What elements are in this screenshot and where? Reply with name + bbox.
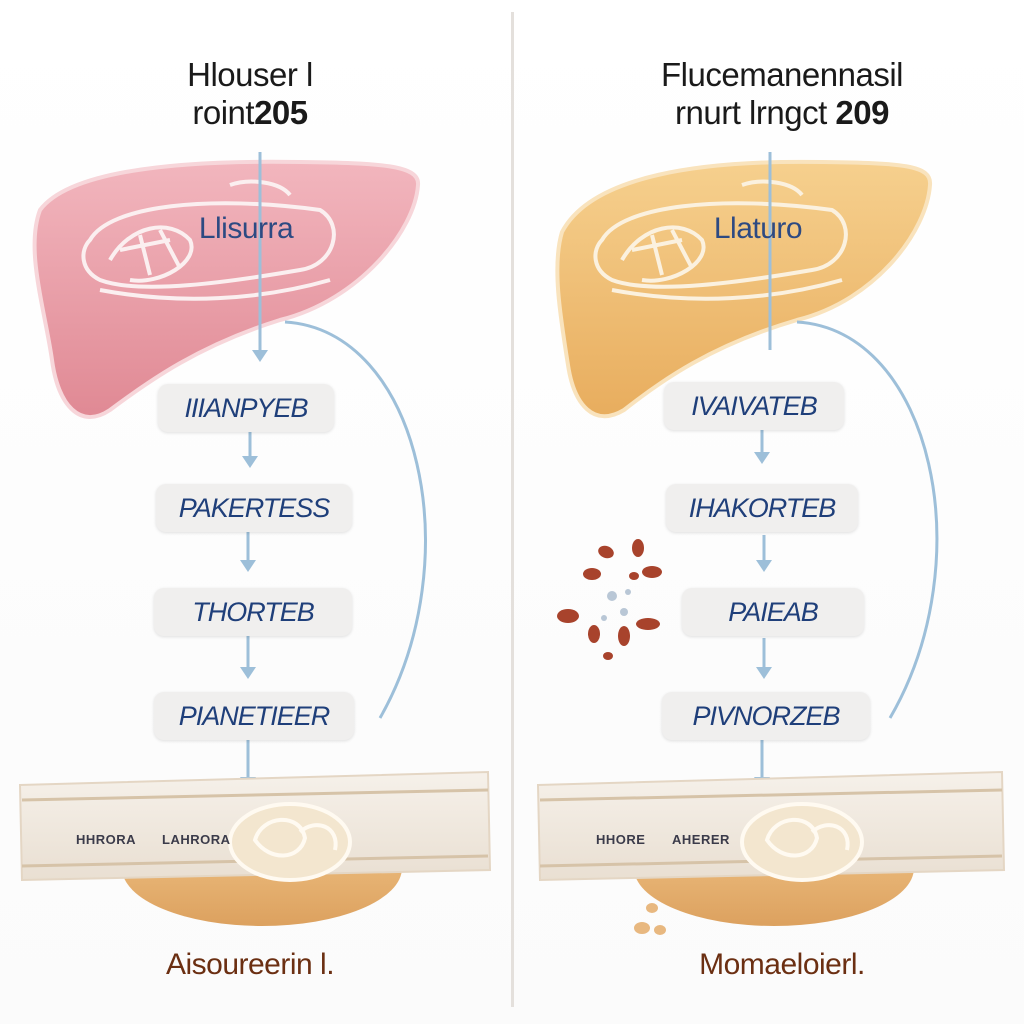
- right-title-line1: Flucemanennasil: [661, 56, 903, 93]
- flow-arrows-left: [240, 152, 427, 789]
- left-step-1: IIIANPYEB: [158, 384, 334, 432]
- left-step-2: PAKERTESS: [156, 484, 352, 532]
- cell-cluster-left: [228, 802, 352, 882]
- cell-cluster-right: [740, 802, 864, 882]
- left-bottom-label: Aisoureerin l.: [165, 948, 335, 981]
- left-title: Hlouser l roint205: [150, 56, 350, 132]
- right-artwork: [536, 152, 1006, 935]
- particle-cluster-right: [557, 539, 666, 935]
- vessel-mesh-left: [81, 179, 336, 301]
- left-step-3: THORTEB: [154, 588, 352, 636]
- left-panel: Hlouser l roint205 Llisurra IIIANPYEB PA…: [18, 56, 492, 981]
- liver-organ-right: [555, 159, 933, 419]
- left-band-label-2: LAHRORA: [162, 832, 231, 847]
- right-band-label-1: HHORE: [596, 832, 646, 847]
- right-title-line2: rnurt lrngct 209: [675, 94, 889, 131]
- left-title-line2: roint205: [192, 94, 308, 131]
- left-band-label-1: HHRORA: [76, 832, 137, 847]
- left-artwork: [18, 152, 492, 926]
- right-step-2: IHAKORTEB: [666, 484, 858, 532]
- right-title: Flucemanennasil rnurt lrngct 209: [632, 56, 932, 132]
- right-step-4: PIVNORZEB: [662, 692, 870, 740]
- left-step-4: PIANETIEER: [154, 692, 354, 740]
- right-title-year: 209: [835, 94, 889, 131]
- right-organ-label: Llaturo: [713, 212, 803, 245]
- left-organ-label: Llisurra: [198, 212, 294, 245]
- particle-dust-right: [601, 589, 631, 621]
- right-panel: Flucemanennasil rnurt lrngct 209 Llaturo…: [512, 0, 1024, 1024]
- right-bottom-label: Momaeloierl.: [699, 948, 865, 981]
- right-band-label-2: AHERER: [672, 832, 730, 847]
- vessel-mesh-right: [593, 179, 848, 301]
- left-title-year: 205: [254, 94, 308, 131]
- liver-organ-left: [32, 159, 420, 419]
- right-step-1: IVAIVATEB: [664, 382, 844, 430]
- right-step-3: PAIEAB: [682, 588, 864, 636]
- center-divider: [511, 12, 514, 1007]
- left-title-line1: Hlouser l: [187, 56, 313, 93]
